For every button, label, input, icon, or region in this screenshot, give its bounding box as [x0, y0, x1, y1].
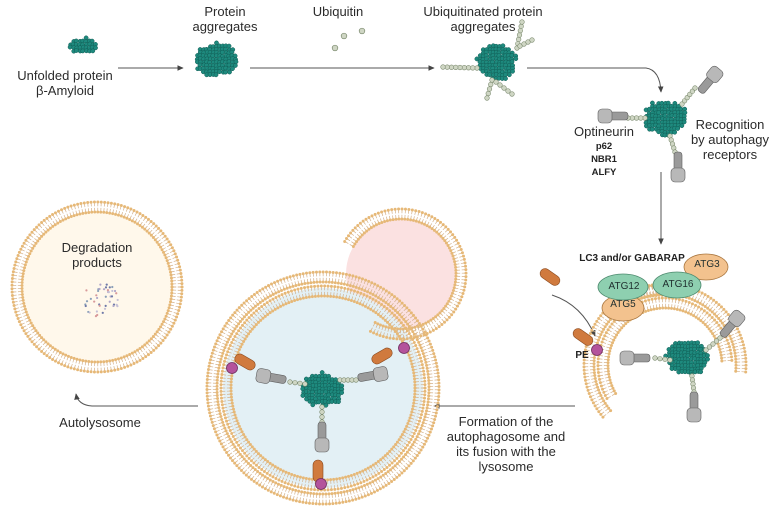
autophagosome-outer-membrane	[205, 270, 441, 506]
pe-anchor	[591, 344, 603, 356]
autophagosome-cargo	[300, 370, 345, 408]
autophagy-receptor	[697, 65, 724, 94]
autophagy-receptor	[686, 391, 702, 423]
pe-anchor	[398, 342, 410, 354]
autophagy-receptor	[719, 309, 746, 338]
atg3-label: ATG3	[694, 259, 720, 270]
atg12-complex	[597, 273, 649, 301]
autophagy-receptor	[619, 350, 651, 366]
autophagy-receptor	[314, 421, 330, 453]
ubiquitin-chain	[493, 79, 515, 97]
phagophore-inner-membrane	[596, 296, 734, 400]
ubiquitin-chain	[440, 64, 480, 71]
ubiquitin-chain	[689, 373, 697, 395]
ubiquitin-label: Ubiquitin	[312, 4, 364, 19]
pe-anchor	[315, 478, 327, 490]
free-ubiquitin	[340, 32, 348, 40]
autophagy-receptor	[357, 366, 389, 382]
ubiquitin-chain	[652, 355, 673, 363]
phagophore-cargo	[663, 340, 710, 378]
lc3-protein	[539, 268, 561, 286]
autolysosome-membrane	[10, 200, 184, 374]
optineurin-label: Optineurin	[574, 124, 634, 139]
autophagy-receptor	[255, 368, 287, 384]
molecules	[67, 19, 746, 490]
lysosome-lumen	[346, 219, 456, 329]
autolysosome-lumen	[23, 213, 171, 361]
recognized-aggregate	[643, 100, 688, 138]
lc3-gabarap-label: LC3 and/or GABARAP	[579, 253, 685, 264]
atg12-label: ATG12	[608, 281, 640, 292]
free-ubiquitin	[331, 44, 339, 52]
autophagy-receptor	[597, 108, 629, 124]
autophagy-receptor	[670, 151, 686, 183]
atg16-complex	[652, 271, 702, 299]
autolysosome-label: Autolysosome	[59, 415, 141, 430]
arrow-autolysosome	[74, 393, 198, 407]
arrow-lc3-to-pe	[551, 294, 596, 337]
ubiquitin-chain	[703, 335, 723, 353]
atg5-label: ATG5	[610, 299, 636, 310]
lc3-protein	[234, 353, 256, 371]
ubiquitin-chain	[484, 77, 495, 101]
degradation-products	[84, 283, 119, 318]
ubiquitin-chain	[287, 379, 308, 387]
ubiquitin-chain	[517, 37, 535, 49]
ubiquitin-chain	[679, 85, 698, 107]
lc3-protein	[371, 347, 393, 365]
pathway-arrows	[74, 65, 664, 409]
unfolded-protein	[67, 35, 98, 54]
ubiquitinated-aggregate	[474, 43, 519, 81]
free-ubiquitin	[358, 27, 366, 35]
ubiquitin-chain	[337, 377, 359, 383]
protein-aggregate	[194, 40, 239, 78]
pe-anchor	[226, 362, 238, 374]
ubiquitin-chain	[625, 115, 648, 121]
lc3-protein	[572, 328, 594, 346]
ubiquitin-chain	[667, 133, 678, 155]
atg16-label: ATG16	[662, 279, 694, 290]
atg3-complex	[683, 253, 729, 281]
pe-label: PE	[575, 350, 589, 361]
arrow-to-recognition	[527, 67, 664, 93]
